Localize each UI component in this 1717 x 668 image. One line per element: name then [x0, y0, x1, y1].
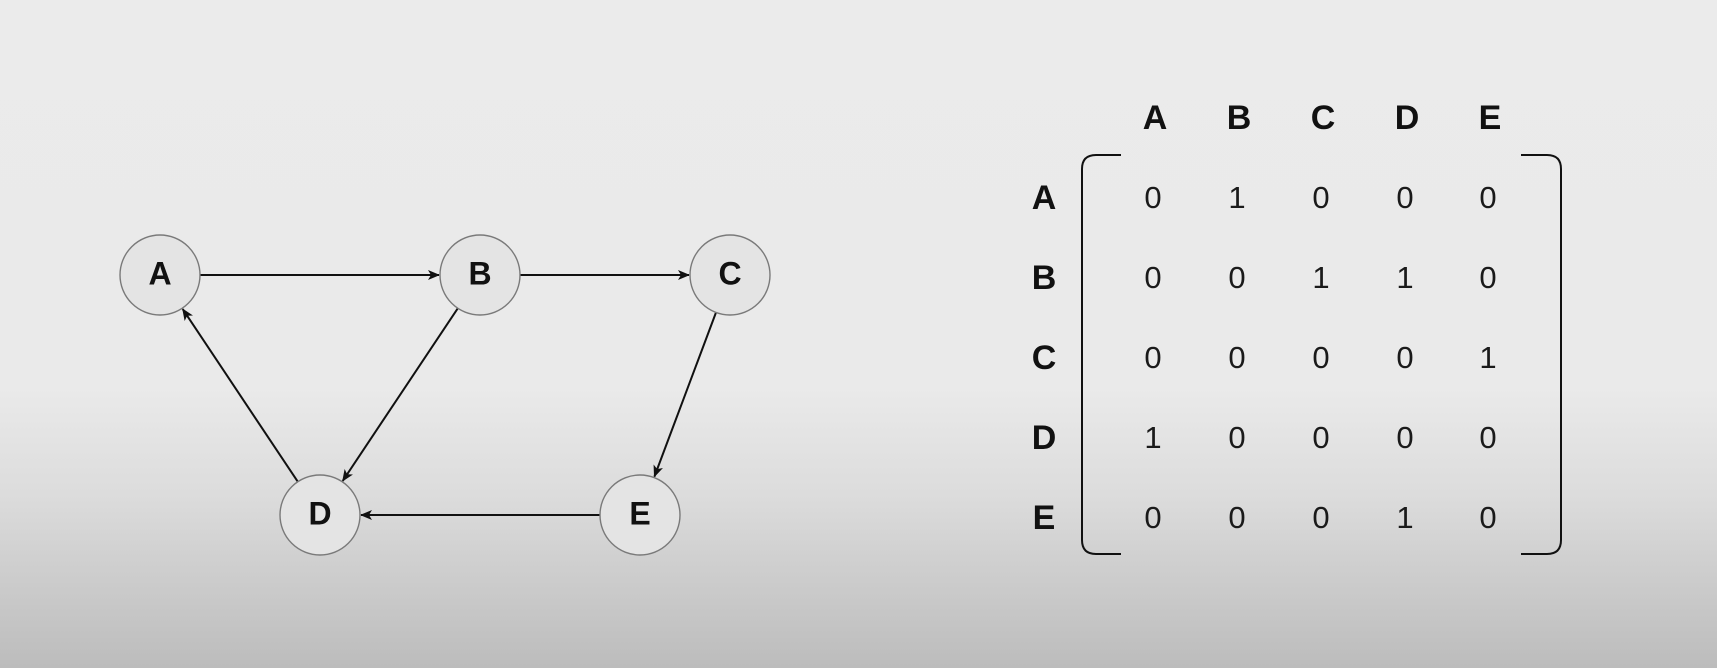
matrix-cell: 0	[1228, 340, 1245, 375]
node-circle	[119, 234, 201, 316]
row-header-d: D	[1032, 419, 1057, 457]
node-label: E	[629, 495, 650, 531]
column-header-b: B	[1227, 99, 1252, 137]
matrix-cell: 0	[1312, 340, 1329, 375]
node-c: C	[689, 234, 771, 316]
column-header-a: A	[1143, 99, 1168, 137]
matrix-cell: 1	[1144, 420, 1161, 455]
matrix-cell: 1	[1396, 260, 1413, 295]
row-header-e: E	[1033, 499, 1056, 537]
node-label: C	[718, 255, 741, 291]
row-header-a: A	[1032, 179, 1057, 217]
matrix-cell: 1	[1479, 340, 1496, 375]
node-label: D	[308, 495, 331, 531]
node-b: B	[439, 234, 521, 316]
column-header-e: E	[1479, 99, 1502, 137]
node-circle	[279, 474, 361, 556]
matrix-cell: 1	[1396, 500, 1413, 535]
matrix-cell: 0	[1396, 340, 1413, 375]
matrix-cell: 0	[1144, 500, 1161, 535]
adjacency-matrix: A B C D E A B C D E 0 1 0 0 0 0 0 1 1 0 0 0 0 0 1 1 0 0 0 0 0 0 0 1 0	[1032, 99, 1562, 555]
matrix-cell: 0	[1479, 260, 1496, 295]
row-header-b: B	[1032, 259, 1057, 297]
edges	[181, 270, 717, 520]
matrix-cell: 0	[1144, 340, 1161, 375]
matrix-cell: 0	[1144, 260, 1161, 295]
row-header-c: C	[1032, 339, 1057, 377]
node-circle	[599, 474, 681, 556]
node-label: B	[468, 255, 491, 291]
matrix-cell: 0	[1144, 180, 1161, 215]
matrix-cell: 0	[1479, 500, 1496, 535]
node-a: A	[119, 234, 201, 316]
matrix-cell: 0	[1312, 500, 1329, 535]
node-circle	[689, 234, 771, 316]
edge-d-to-a	[181, 308, 299, 483]
edge-b-to-d	[341, 307, 459, 482]
nodes: A B C D E	[119, 234, 771, 556]
node-d: D	[279, 474, 361, 556]
column-header-c: C	[1311, 99, 1336, 137]
matrix-cell: 0	[1396, 420, 1413, 455]
matrix-cell: 0	[1228, 420, 1245, 455]
node-e: E	[599, 474, 681, 556]
matrix-cell: 0	[1396, 180, 1413, 215]
matrix-cell: 0	[1479, 180, 1496, 215]
node-label: A	[148, 255, 171, 291]
matrix-cell: 0	[1312, 420, 1329, 455]
edge-c-to-e	[653, 312, 717, 478]
matrix-cell: 1	[1228, 180, 1245, 215]
matrix-right-bracket	[1521, 154, 1562, 555]
matrix-cell: 0	[1479, 420, 1496, 455]
matrix-cell: 0	[1312, 180, 1329, 215]
matrix-cell: 1	[1312, 260, 1329, 295]
column-header-d: D	[1395, 99, 1420, 137]
node-circle	[439, 234, 521, 316]
matrix-left-bracket	[1081, 154, 1121, 555]
matrix-cell: 0	[1228, 500, 1245, 535]
matrix-cell: 0	[1228, 260, 1245, 295]
